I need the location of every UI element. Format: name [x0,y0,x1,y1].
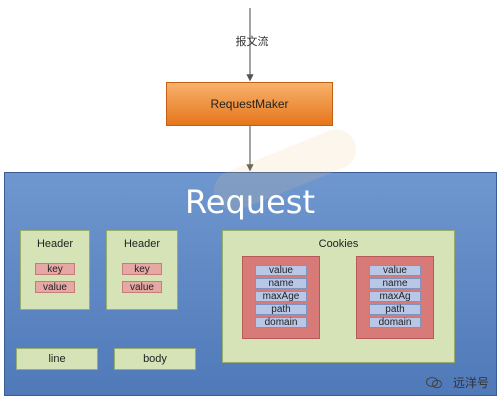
request-title: Request [185,183,315,221]
request-maker-box: RequestMaker [166,82,333,126]
cookie-1-maxage: maxAge [255,291,307,302]
cookie-1-path: path [255,304,307,315]
wechat-bubble-icon [426,377,442,389]
header-2-value: value [122,281,162,293]
background-watermark-icon [214,129,356,211]
line-box: line [16,348,98,370]
header-1-key: key [35,263,75,275]
cookie-1-domain: domain [255,317,307,328]
body-box: body [114,348,196,370]
header-2-title: Header [123,238,161,250]
cookie-2-name: name [369,278,421,289]
cookie-2-value: value [369,265,421,276]
cookie-2-domain: domain [369,317,421,328]
header-box-2 [106,230,178,310]
cookie-2-maxag: maxAg [369,291,421,302]
header-1-value: value [35,281,75,293]
header-2-key: key [122,263,162,275]
cookie-2-path: path [369,304,421,315]
header-1-title: Header [36,238,74,250]
cookie-1-value: value [255,265,307,276]
watermark-text: 远洋号 [452,375,489,390]
request-maker-label: RequestMaker [210,97,289,111]
message-flow-label: 报文流 [235,36,269,48]
cookie-1-name: name [255,278,307,289]
cookies-title: Cookies [318,238,359,250]
